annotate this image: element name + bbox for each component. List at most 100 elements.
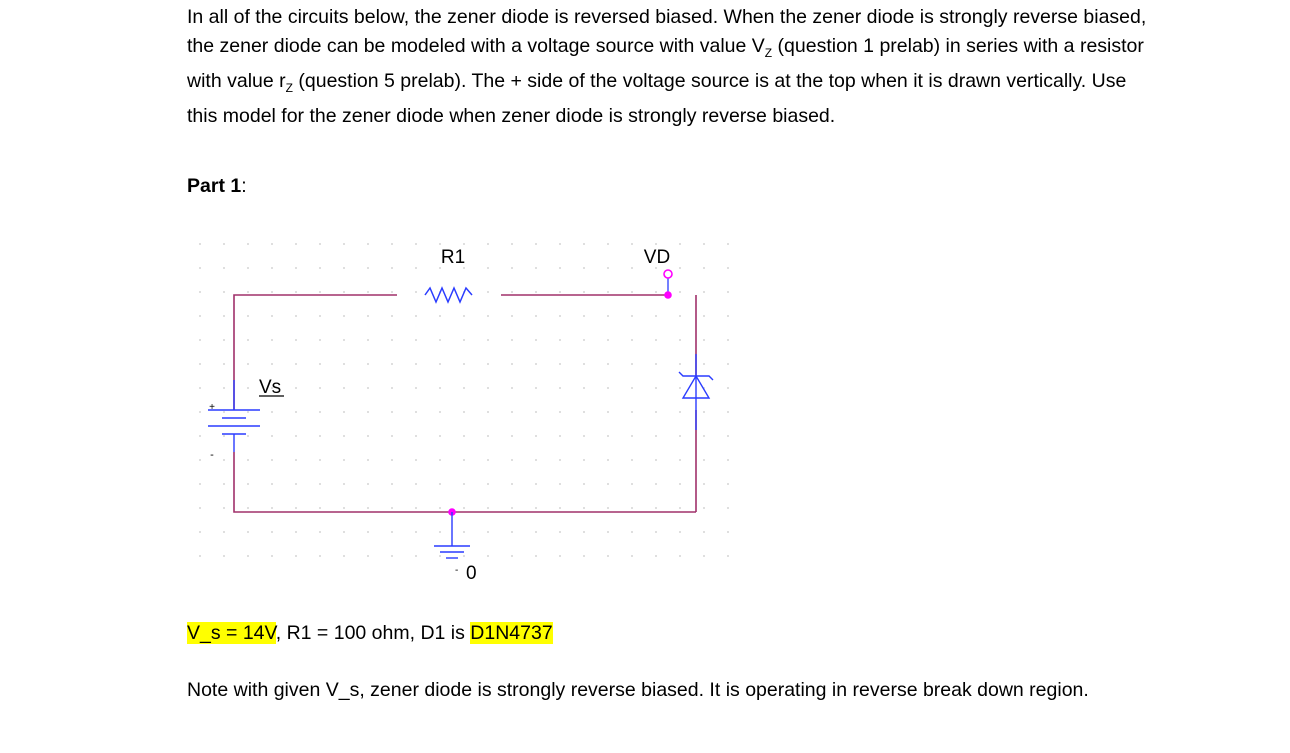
grid-dot xyxy=(199,339,201,341)
grid-dot xyxy=(319,243,321,245)
grid-dot xyxy=(607,555,609,557)
grid-dot xyxy=(511,483,513,485)
grid-dot xyxy=(559,411,561,413)
grid-dot xyxy=(343,243,345,245)
grid-dot xyxy=(391,531,393,533)
grid-dot xyxy=(703,531,705,533)
grid-dot xyxy=(535,267,537,269)
grid-dot xyxy=(439,363,441,365)
grid-dot xyxy=(223,507,225,509)
grid-dot xyxy=(223,411,225,413)
grid-dot xyxy=(247,291,249,293)
grid-dot xyxy=(415,411,417,413)
grid-dot xyxy=(247,315,249,317)
grid-dot xyxy=(703,243,705,245)
grid-dots xyxy=(199,243,729,557)
grid-dot xyxy=(703,507,705,509)
grid-dot xyxy=(295,459,297,461)
grid-dot xyxy=(271,555,273,557)
grid-dot xyxy=(583,459,585,461)
zener-diode-d1 xyxy=(678,354,714,430)
grid-dot xyxy=(223,315,225,317)
grid-dot xyxy=(439,531,441,533)
grid-dot xyxy=(679,267,681,269)
vd-label: VD xyxy=(644,247,670,268)
grid-dot xyxy=(655,483,657,485)
grid-dot xyxy=(655,411,657,413)
grid-dot xyxy=(607,315,609,317)
grid-dot xyxy=(511,435,513,437)
grid-dot xyxy=(319,411,321,413)
grid-dot xyxy=(535,291,537,293)
grid-dot xyxy=(247,435,249,437)
grid-dot xyxy=(631,387,633,389)
grid-dot xyxy=(343,363,345,365)
grid-dot xyxy=(679,531,681,533)
grid-dot xyxy=(271,459,273,461)
grid-dot xyxy=(439,555,441,557)
grid-dot xyxy=(511,507,513,509)
grid-dot xyxy=(679,507,681,509)
grid-dot xyxy=(631,291,633,293)
grid-dot xyxy=(535,315,537,317)
grid-dot xyxy=(559,483,561,485)
grid-dot xyxy=(247,363,249,365)
grid-dot xyxy=(655,555,657,557)
grid-dot xyxy=(343,555,345,557)
grid-dot xyxy=(319,291,321,293)
grid-dot xyxy=(679,459,681,461)
grid-dot xyxy=(343,387,345,389)
grid-dot xyxy=(655,531,657,533)
grid-dot xyxy=(463,363,465,365)
grid-dot xyxy=(247,339,249,341)
vs-value-highlight: V_s = 14V xyxy=(187,622,276,644)
grid-dot xyxy=(199,243,201,245)
grid-dot xyxy=(679,411,681,413)
grid-dot xyxy=(415,483,417,485)
grid-dot xyxy=(415,315,417,317)
grid-dot xyxy=(655,291,657,293)
grid-dot xyxy=(343,435,345,437)
grid-dot xyxy=(391,363,393,365)
grid-dot xyxy=(727,483,729,485)
vd-probe-circle xyxy=(663,269,673,279)
grid-dot xyxy=(703,459,705,461)
grid-dot xyxy=(559,339,561,341)
grid-dot xyxy=(655,459,657,461)
grid-dot xyxy=(319,507,321,509)
grid-dot xyxy=(679,243,681,245)
grid-dot xyxy=(607,507,609,509)
grid-dot xyxy=(223,483,225,485)
grid-dot xyxy=(319,315,321,317)
grid-dot xyxy=(199,555,201,557)
component-values-line: V_s = 14V, R1 = 100 ohm, D1 is D1N4737 xyxy=(187,619,553,648)
grid-dot xyxy=(463,243,465,245)
grid-dot xyxy=(703,411,705,413)
grid-dot xyxy=(367,483,369,485)
grid-dot xyxy=(415,387,417,389)
grid-dot xyxy=(391,483,393,485)
grid-dot xyxy=(367,243,369,245)
grid-dot xyxy=(247,411,249,413)
grid-dot xyxy=(535,459,537,461)
grid-dot xyxy=(511,267,513,269)
grid-dot xyxy=(415,555,417,557)
grid-dot xyxy=(655,339,657,341)
diode-model-highlight: D1N4737 xyxy=(470,622,553,644)
grid-dot xyxy=(487,291,489,293)
grid-dot xyxy=(343,267,345,269)
grid-dot xyxy=(223,363,225,365)
grid-dot xyxy=(391,339,393,341)
resistor-r1 xyxy=(424,286,473,304)
grid-dot xyxy=(343,411,345,413)
grid-dot xyxy=(247,243,249,245)
grid-dot xyxy=(535,507,537,509)
grid-dot xyxy=(487,555,489,557)
grid-dot xyxy=(631,267,633,269)
grid-dot xyxy=(367,531,369,533)
grid-dot xyxy=(367,315,369,317)
grid-dot xyxy=(583,291,585,293)
grid-dot xyxy=(511,315,513,317)
circuit-schematic: R1 VD + - Vs - 0 xyxy=(199,243,729,584)
grid-dot xyxy=(367,459,369,461)
